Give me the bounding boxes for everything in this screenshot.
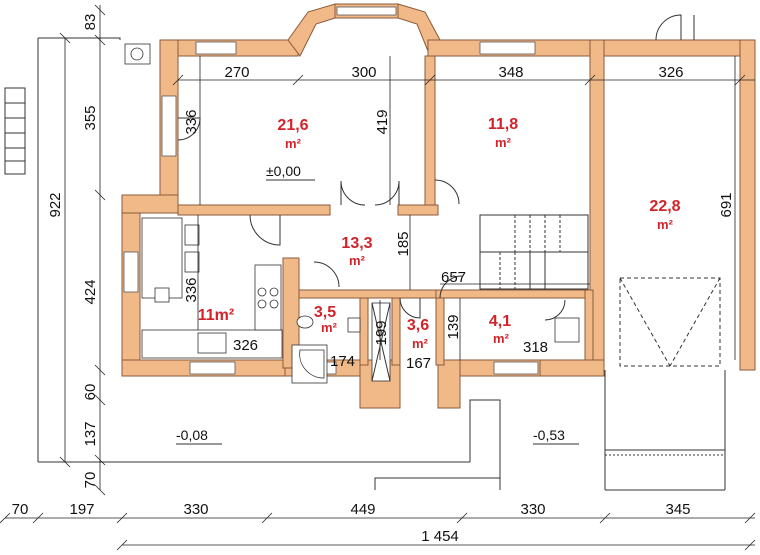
room-unit-living: m² bbox=[285, 136, 302, 151]
room-area-bathroom: 3,5 bbox=[314, 304, 336, 321]
room-area-labels: 21,6 m² 11,8 m² 22,8 m² 13,3 m² 11m² 3,5… bbox=[198, 116, 681, 351]
dim-bottom-330b: 330 bbox=[520, 501, 545, 518]
bathroom-fixtures bbox=[291, 302, 580, 384]
kitchen-fixtures bbox=[124, 43, 283, 359]
dim-interior-691: 691 bbox=[718, 192, 735, 217]
room-area-boiler: 4,1 bbox=[489, 313, 511, 330]
terrace-outline bbox=[4, 37, 726, 491]
room-unit-wc: m² bbox=[412, 336, 429, 351]
room-area-garage: 22,8 bbox=[649, 198, 680, 215]
dim-interior-139: 139 bbox=[445, 314, 462, 339]
dim-interior-326: 326 bbox=[233, 337, 258, 354]
level-marker-entrance: -0,08 bbox=[176, 427, 208, 443]
dim-interior-185: 185 bbox=[395, 231, 412, 256]
dim-top-270: 270 bbox=[224, 64, 249, 81]
level-marker-driveway: -0,53 bbox=[533, 427, 565, 443]
dim-interior-336b: 336 bbox=[183, 277, 200, 302]
level-markers: ±0,00 -0,08 -0,53 bbox=[176, 163, 579, 445]
dim-bottom-197: 197 bbox=[69, 501, 94, 518]
dim-interior-419: 419 bbox=[374, 109, 391, 134]
room-area-hall: 13,3 bbox=[341, 235, 372, 252]
dim-top-300: 300 bbox=[351, 64, 376, 81]
room-area-bedroom: 11,8 bbox=[488, 116, 518, 133]
room-area-living: 21,6 bbox=[277, 117, 308, 134]
dim-total: 1 454 bbox=[421, 528, 459, 545]
room-area-wc: 3,6 bbox=[407, 317, 429, 334]
dim-interior-318: 318 bbox=[523, 339, 548, 356]
windows bbox=[123, 6, 539, 375]
dimension-labels: 270 300 348 326 83 355 922 424 60 137 70… bbox=[12, 14, 735, 545]
dim-interior-657: 657 bbox=[441, 269, 466, 286]
dim-interior-174: 174 bbox=[330, 353, 355, 370]
dim-left-60: 60 bbox=[82, 384, 99, 401]
dim-left-83: 83 bbox=[82, 14, 99, 31]
dim-top-326: 326 bbox=[658, 64, 683, 81]
room-area-kitchen: 11m² bbox=[198, 307, 234, 324]
dim-bottom-449: 449 bbox=[350, 501, 375, 518]
dim-top-348: 348 bbox=[498, 64, 523, 81]
dim-bottom-345: 345 bbox=[665, 501, 690, 518]
dim-left-355: 355 bbox=[82, 105, 99, 130]
room-unit-hall: m² bbox=[349, 253, 366, 268]
dim-left-137: 137 bbox=[82, 421, 99, 446]
staircase bbox=[479, 214, 589, 290]
dim-left-424: 424 bbox=[82, 279, 99, 304]
dimension-lines bbox=[0, 4, 756, 551]
dim-bottom-330a: 330 bbox=[183, 501, 208, 518]
dim-interior-336a: 336 bbox=[183, 109, 200, 134]
dim-left-70: 70 bbox=[82, 472, 99, 489]
room-unit-bathroom: m² bbox=[321, 320, 338, 335]
dim-bottom-70: 70 bbox=[12, 501, 29, 518]
dim-interior-167: 167 bbox=[406, 355, 431, 372]
level-marker-floor: ±0,00 bbox=[266, 163, 301, 179]
room-unit-bedroom: m² bbox=[495, 135, 512, 150]
room-unit-boiler: m² bbox=[493, 331, 510, 346]
garage-door-outline bbox=[619, 277, 721, 367]
room-unit-garage: m² bbox=[657, 217, 674, 232]
dim-left-922: 922 bbox=[47, 192, 64, 217]
dim-interior-199: 199 bbox=[373, 320, 390, 345]
doors bbox=[177, 14, 695, 321]
